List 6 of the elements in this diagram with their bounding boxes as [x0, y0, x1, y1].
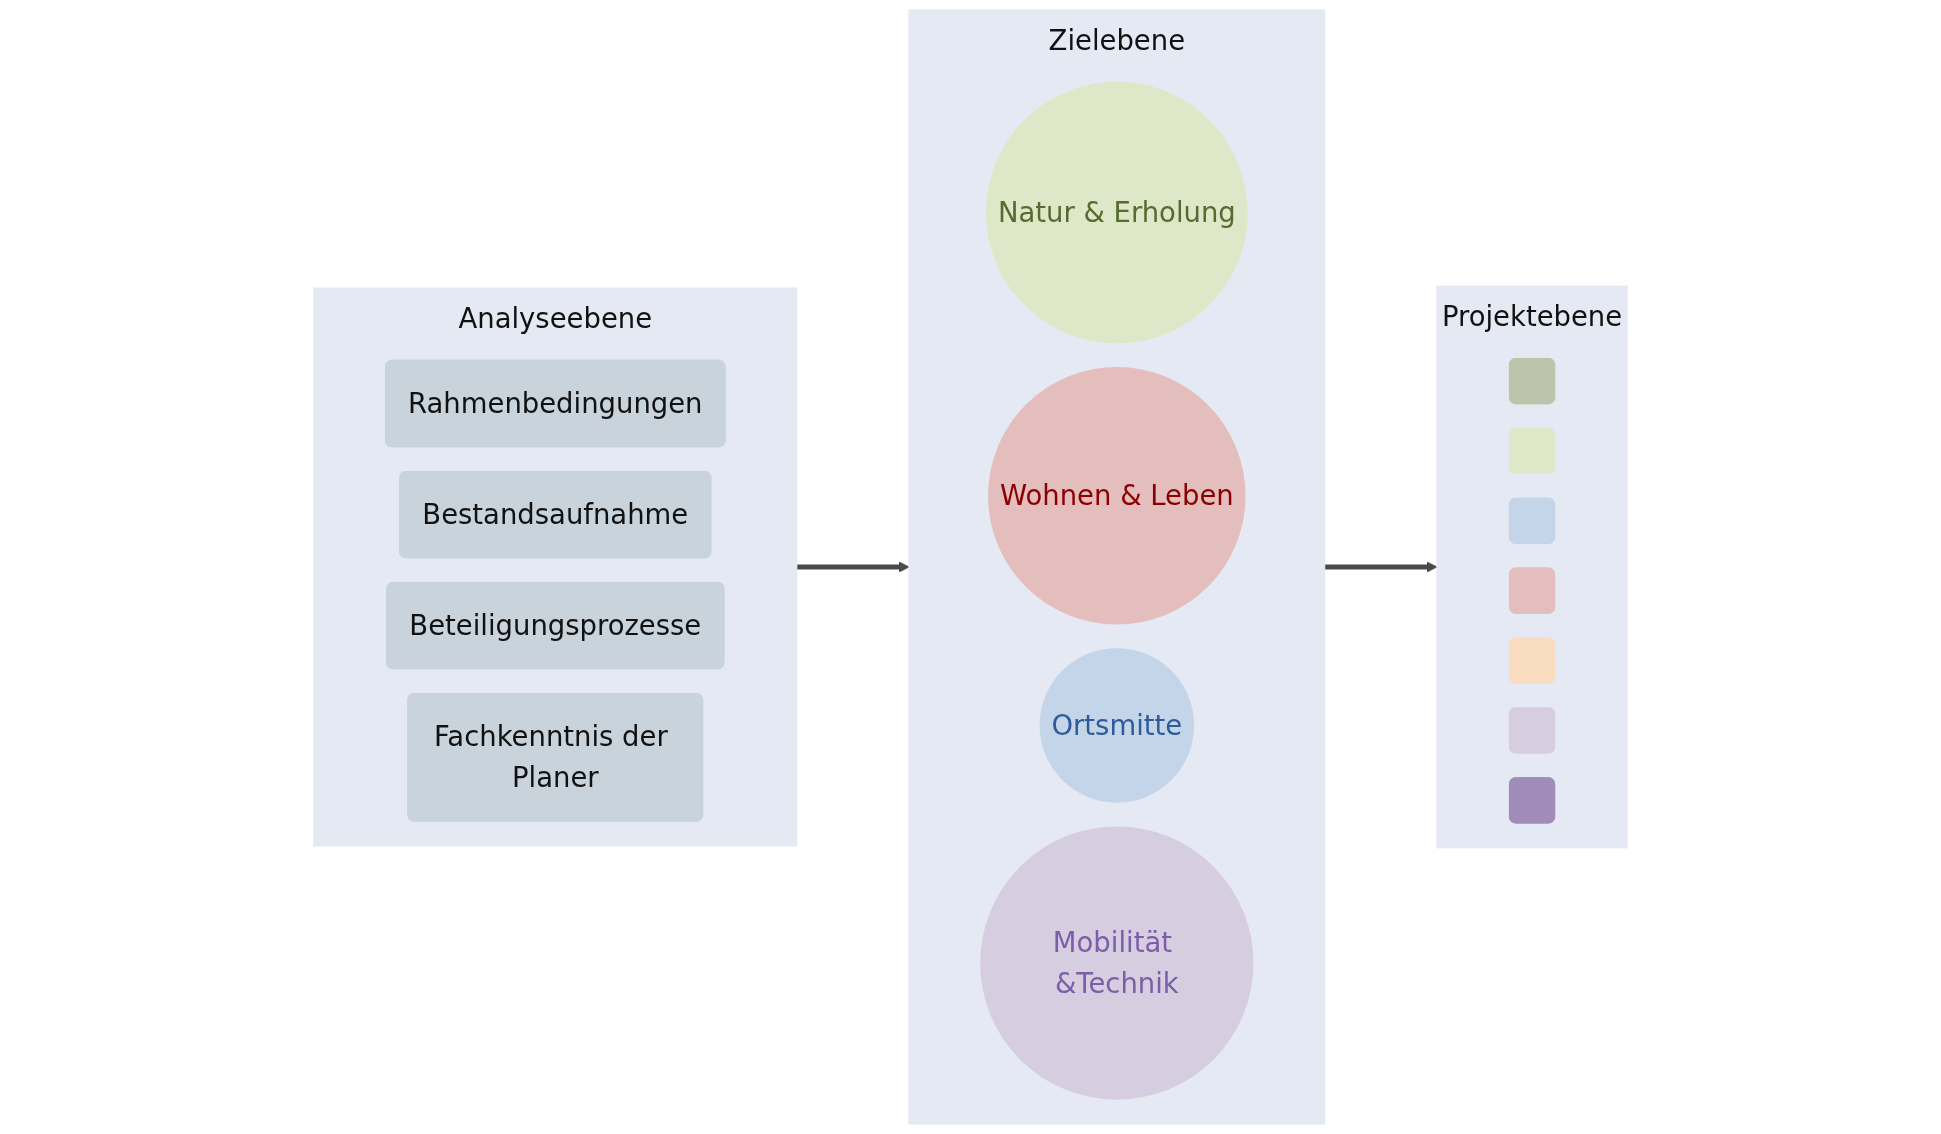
node-circle: Mobilität &Technik: [980, 826, 1254, 1100]
cluster: Projektebene: [1436, 285, 1628, 849]
node-circle: Ortsmitte: [1039, 648, 1195, 803]
arrow: [796, 561, 910, 573]
node-circle: Wohnen & Leben: [988, 367, 1246, 625]
node-circle: Natur & Erholung: [986, 81, 1248, 344]
